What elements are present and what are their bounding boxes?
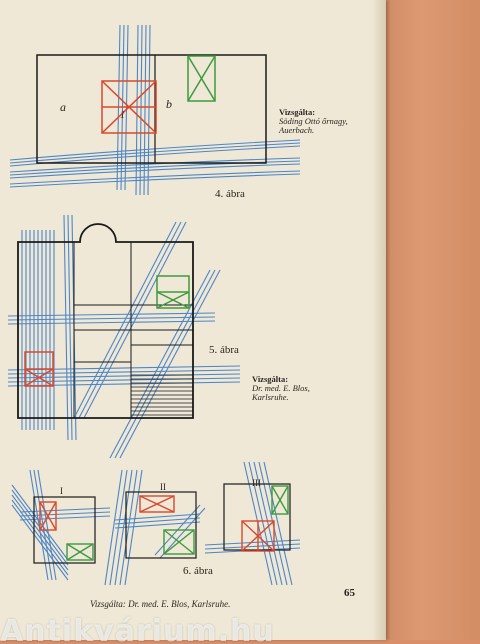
fig6-label-I: I <box>60 486 63 496</box>
fig6-red-marker-III <box>241 520 275 552</box>
fig6-red-marker-II <box>139 495 175 513</box>
fig4-attribution-title: Vizsgálta: <box>279 107 316 117</box>
fig4-caption: 4. ábra <box>215 188 245 200</box>
fig5-blue-diagonal-bands <box>73 221 221 459</box>
fig6-building-I <box>33 496 96 564</box>
page-edge <box>372 0 386 640</box>
fig5-building-outline <box>17 223 194 419</box>
fig4-label-a: a <box>60 100 66 114</box>
watermark: Antikvárium.hu <box>0 614 275 644</box>
bottom-attribution: Vizsgálta: Dr. med. E. Blos, Karlsruhe. <box>90 599 231 609</box>
fig6-label-II: II <box>160 482 166 492</box>
page-number: 65 <box>344 587 355 599</box>
fig4-attribution-line2: Auerbach. <box>279 125 315 135</box>
fig5-attribution-title: Vizsgálta: <box>252 374 289 384</box>
fig5-hatched-area <box>131 374 193 416</box>
fig5-blue-vertical-bands <box>21 214 77 441</box>
fig4-green-marker <box>187 55 216 102</box>
fig6-caption: 6. ábra <box>183 565 213 577</box>
fig5-attribution-line1: Dr. med. E. Blos, <box>252 383 310 393</box>
fig5-attribution-line2: Karlsruhe. <box>252 392 289 402</box>
fig6-label-III: III <box>252 478 261 488</box>
fig4-attribution: Vizsgálta: Söding Ottó őrnagy, Auerbach. <box>279 108 348 135</box>
background-surface <box>380 0 480 640</box>
fig6-blue-bands-II <box>104 469 206 586</box>
fig6-green-marker-III <box>271 485 289 515</box>
fig6-building-III <box>223 483 291 551</box>
fig4-label-1: 1 <box>120 110 125 121</box>
fig5-red-marker <box>24 351 54 387</box>
fig6-green-marker-I <box>66 543 94 561</box>
fig5-attribution: Vizsgálta: Dr. med. E. Blos, Karlsruhe. <box>252 375 310 402</box>
fig6-red-marker-I <box>39 501 57 531</box>
fig6-building-II <box>125 491 197 559</box>
fig5-green-marker <box>156 275 190 309</box>
fig4-label-b: b <box>166 97 172 111</box>
fig6-blue-bands-III <box>204 461 301 586</box>
fig6-green-marker-II <box>163 529 195 555</box>
fig4-attribution-line1: Söding Ottó őrnagy, <box>279 116 348 126</box>
fig5-caption: 5. ábra <box>209 344 239 356</box>
fig4-building-outline <box>36 54 267 164</box>
fig5-floorplan-lines <box>73 242 193 418</box>
fig4-red-marker <box>101 80 157 134</box>
